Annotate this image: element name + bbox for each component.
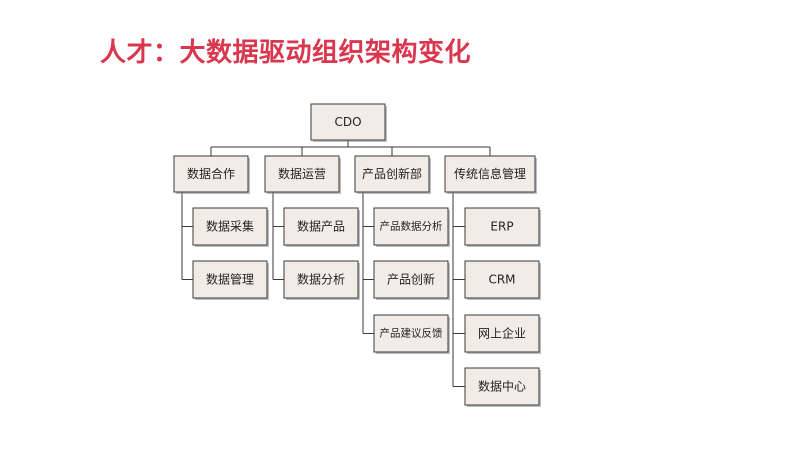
child-node-1-1: 数据采集: [192, 207, 269, 247]
node-box: [192, 260, 268, 299]
child-node-4-4: 数据中心: [464, 367, 541, 407]
child-node-3-3: 产品建议反馈: [373, 314, 450, 354]
node-label: ERP: [490, 220, 513, 234]
child-node-4-2: CRM: [464, 260, 541, 300]
department-node-1: 数据合作: [173, 155, 250, 194]
child-node-2-2: 数据分析: [283, 260, 360, 300]
node-label: CRM: [488, 273, 515, 287]
node-box: [464, 260, 540, 299]
node-label: 数据中心: [478, 379, 526, 394]
node-box: [264, 155, 340, 193]
child-node-4-3: 网上企业: [464, 314, 541, 354]
connectors: [181, 140, 491, 387]
node-label: 传统信息管理: [454, 166, 526, 181]
node-label: 数据分析: [297, 272, 345, 287]
node-box: [373, 207, 449, 246]
child-node-3-2: 产品创新: [373, 260, 450, 300]
page-title: 人才：大数据驱动组织架构变化: [100, 38, 472, 68]
node-label: 数据采集: [206, 219, 254, 234]
node-box: [283, 260, 359, 299]
child-node-2-1: 数据产品: [283, 207, 360, 247]
node-label: 数据运营: [278, 166, 326, 181]
node-label: CDO: [334, 115, 361, 129]
node-label: 产品创新: [387, 272, 435, 287]
node-label: 产品创新部: [362, 166, 422, 181]
node-box: [373, 260, 449, 299]
node-box: [444, 155, 536, 193]
child-node-4-1: ERP: [464, 207, 541, 247]
node-box: [310, 103, 386, 141]
node-box: [464, 314, 540, 353]
node-label: 产品建议反馈: [380, 327, 443, 340]
node-box: [283, 207, 359, 246]
department-node-4: 传统信息管理: [444, 155, 537, 194]
node-box: [464, 207, 540, 246]
node-box: [173, 155, 249, 193]
node-box: [373, 314, 449, 353]
node-label: 数据管理: [206, 272, 254, 287]
node-box: [354, 155, 430, 193]
child-node-3-1: 产品数据分析: [373, 207, 450, 247]
node-box: [464, 367, 540, 406]
node-box: [192, 207, 268, 246]
department-node-2: 数据运营: [264, 155, 341, 194]
child-node-1-2: 数据管理: [192, 260, 269, 300]
node-label: 产品数据分析: [380, 220, 443, 233]
node-label: 数据产品: [297, 219, 345, 234]
node-label: 数据合作: [187, 166, 235, 181]
node-label: 网上企业: [478, 326, 526, 341]
department-node-3: 产品创新部: [354, 155, 431, 194]
root-node-cdo: CDO: [310, 103, 387, 142]
